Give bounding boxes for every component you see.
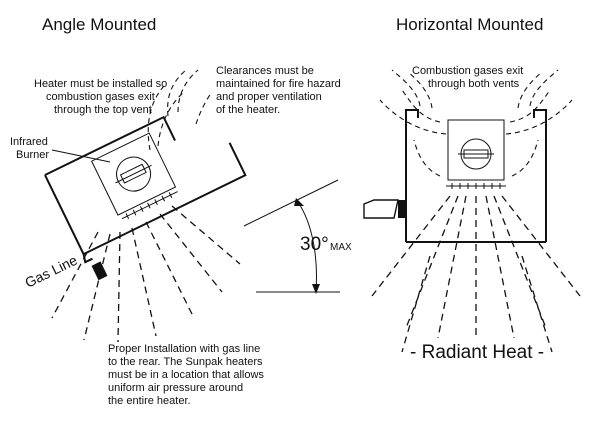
gas-line-connector <box>91 261 108 281</box>
angle-arrow-bottom <box>312 284 320 294</box>
angle-vent-flow <box>167 69 187 117</box>
angle-tilt-line <box>243 179 339 227</box>
angle-arrow-top <box>294 198 304 206</box>
infrared-burner-label: Infrared Burner <box>10 136 51 161</box>
angle-heater <box>44 115 247 281</box>
burner-center-line <box>115 164 152 184</box>
horizontal-radiant-line <box>371 195 451 297</box>
horizontal-gas-inlet <box>363 199 399 219</box>
right-vent-flow <box>529 69 559 107</box>
horizontal-burner-slot <box>463 149 489 159</box>
install-note: Proper Installation with gas line to the… <box>108 343 267 407</box>
horizontal-mounted-title: Horizontal Mounted <box>396 15 543 34</box>
angle-radiant-line <box>51 231 99 319</box>
gas-line-label: Gas Line <box>22 252 80 291</box>
horizontal-burner-box <box>447 119 505 181</box>
infrared-burner-box <box>90 132 177 216</box>
radiant-heat-label: - Radiant Heat - <box>410 342 544 363</box>
horizontal-heater <box>363 109 547 243</box>
horizontal-heater-right-wall <box>533 109 547 242</box>
angle-value: 30° <box>300 234 329 255</box>
angle-mounted-title: Angle Mounted <box>42 15 156 34</box>
horizontal-gas-connector <box>398 200 406 218</box>
burner-slot <box>119 163 147 184</box>
horizontal-heater-left-wall <box>405 109 419 242</box>
burner-leader-line <box>51 149 111 163</box>
burner-grille <box>121 191 178 220</box>
clearance-note: Clearances must be maintained for fire h… <box>216 65 344 116</box>
vents-note: Combustion gases exit through both vents <box>412 65 526 90</box>
angle-heater-housing <box>44 115 247 256</box>
left-vent-flow <box>391 69 421 107</box>
angle-max-label: MAX <box>330 242 352 253</box>
vent-note: Heater must be installed so combustion g… <box>34 78 170 116</box>
angle-arc <box>297 201 317 291</box>
